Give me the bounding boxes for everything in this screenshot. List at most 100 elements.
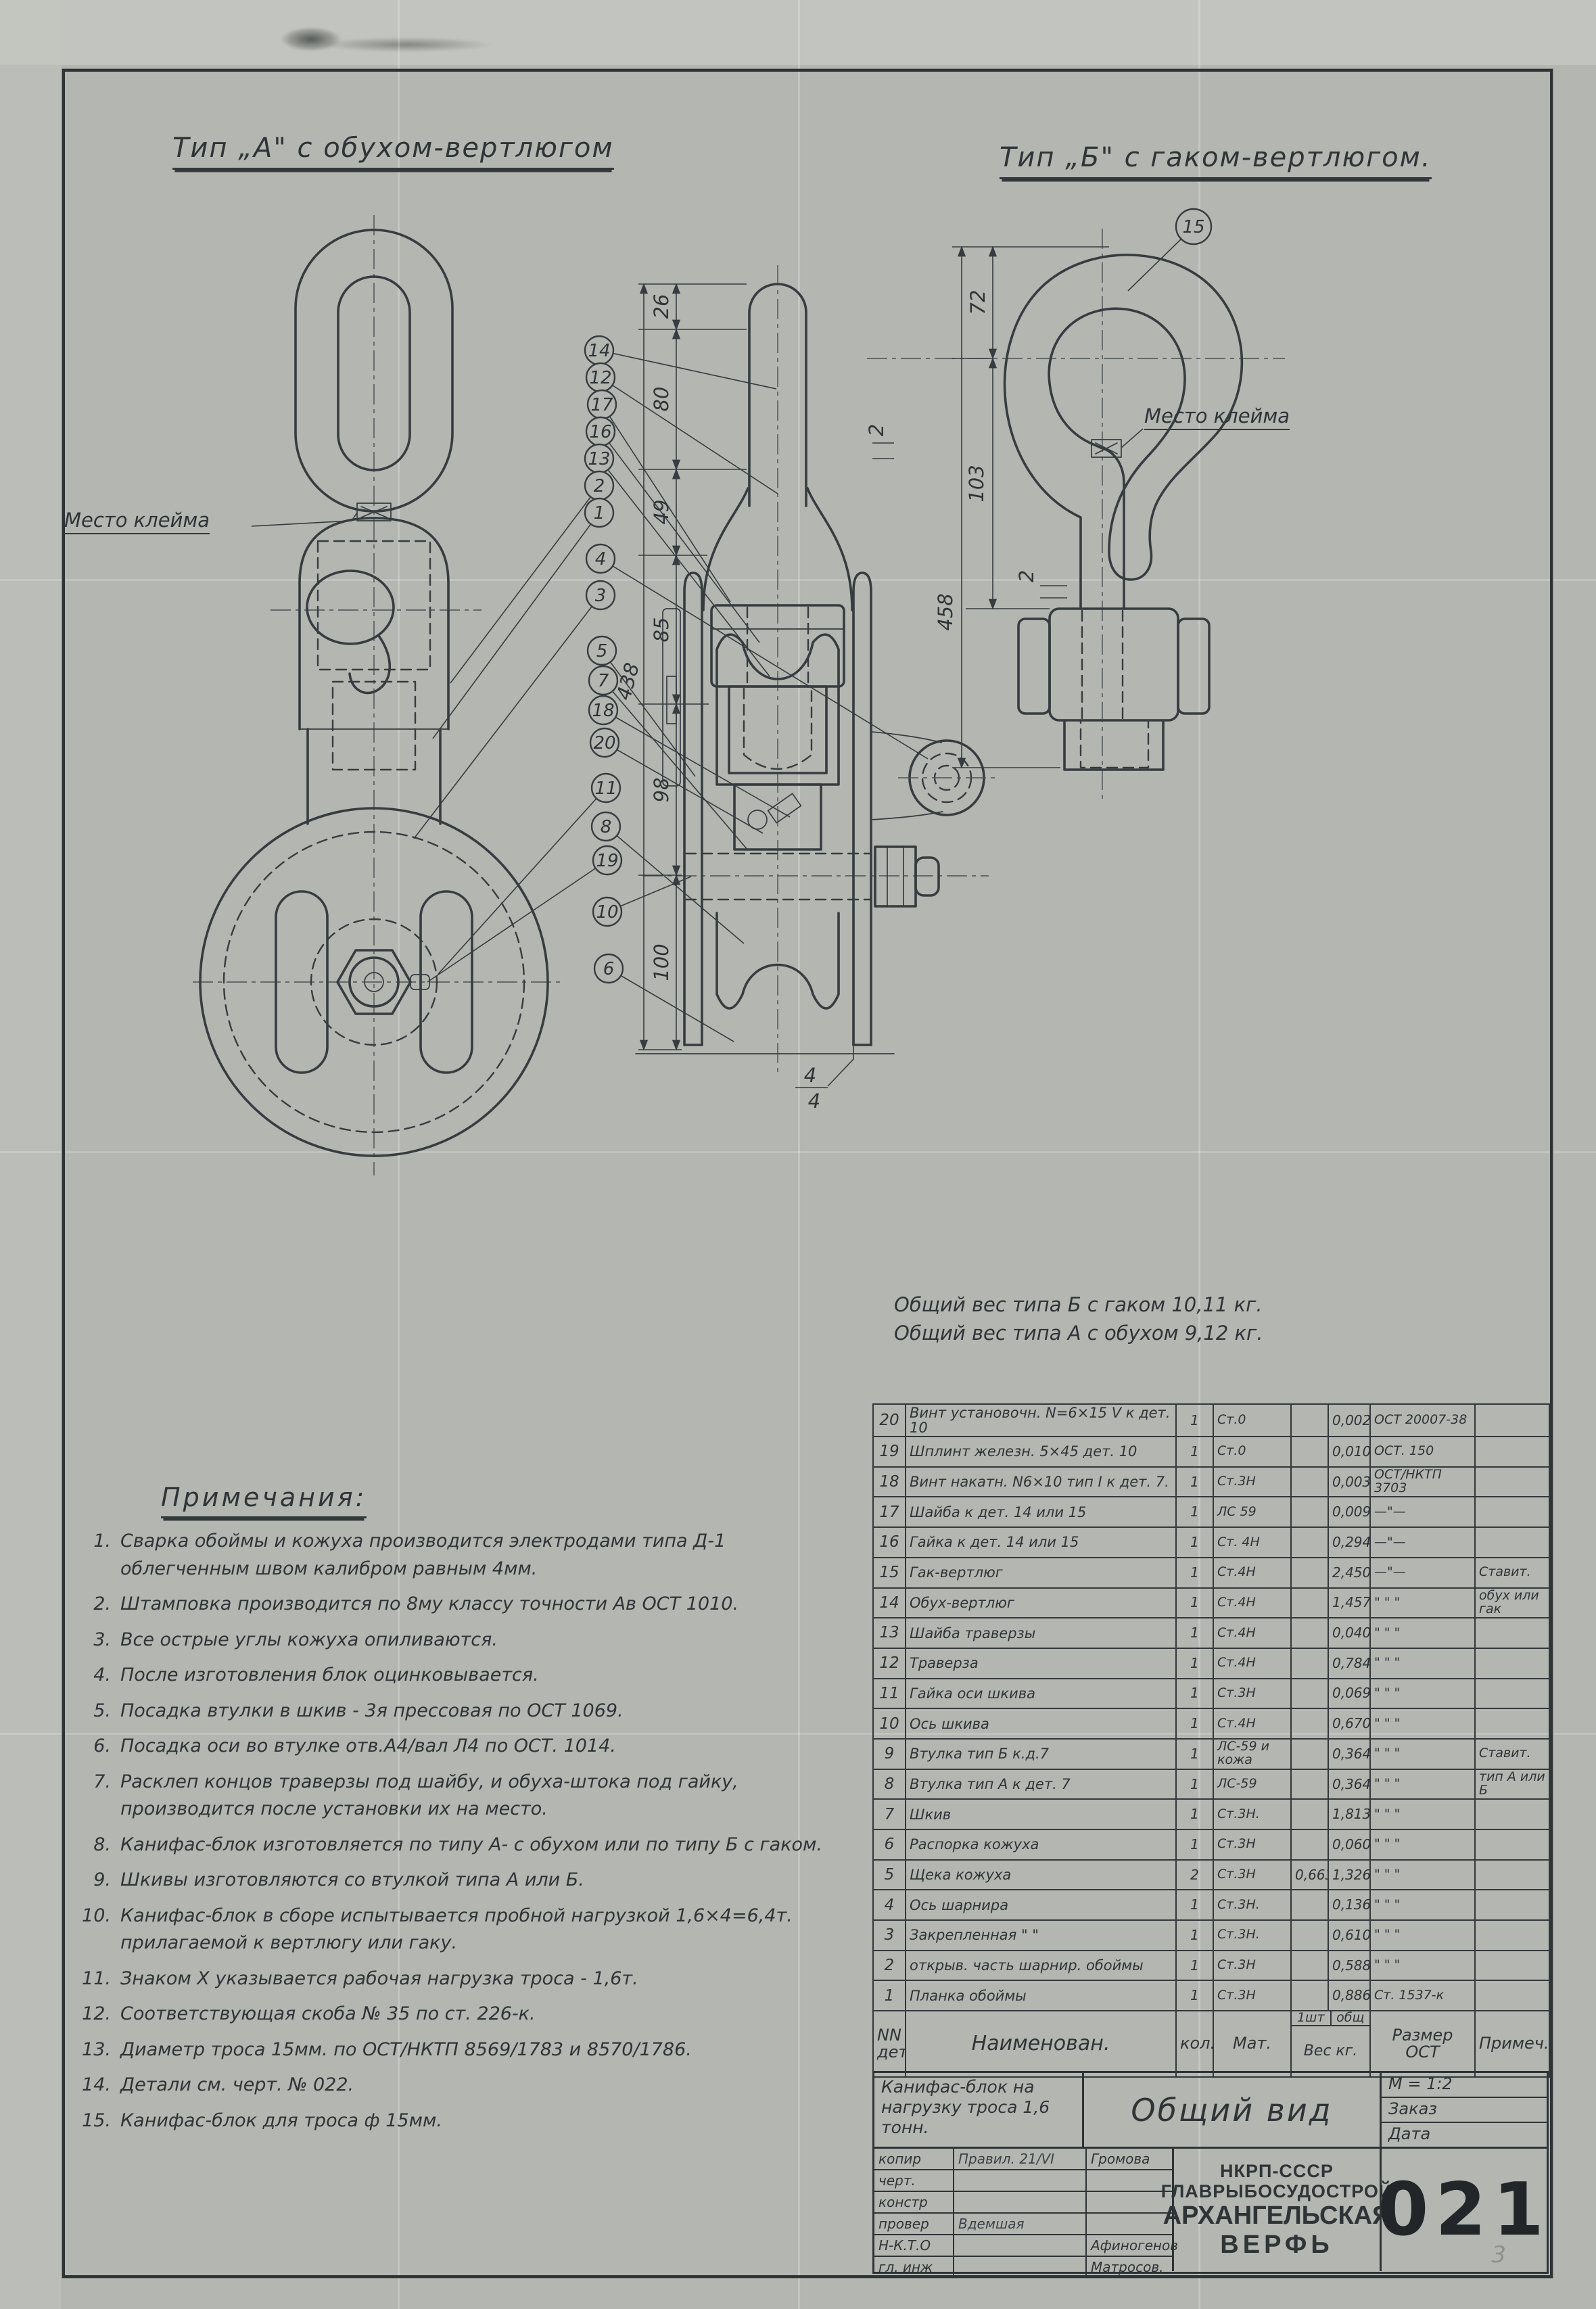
part-15-num: 15: [872, 1556, 906, 1589]
part-20-note: [1474, 1403, 1550, 1438]
part-18-size: ОСТ/НКТП 3703: [1369, 1466, 1476, 1498]
sign-label: провер: [874, 2214, 954, 2234]
callout-20: 20: [589, 727, 764, 834]
note-number: 15.: [82, 2109, 111, 2131]
part-1-qty: 1: [1175, 1980, 1214, 2012]
note-item-2: 2.Штамповка производится по 8му классу т…: [73, 1591, 844, 1618]
part-8-w2: 0,364: [1328, 1768, 1371, 1800]
part-13-num: 13: [872, 1617, 906, 1649]
header-weight-label: Вес кг.: [1303, 2043, 1358, 2060]
svg-text:100: 100: [650, 943, 673, 981]
callout-8: 8: [590, 811, 745, 944]
part-10-name: Ось шкива: [905, 1708, 1177, 1740]
part-3-note: [1474, 1919, 1550, 1951]
part-2-w1: [1290, 1949, 1329, 1982]
sign-label: копир: [874, 2149, 954, 2169]
part-16-mat: Ст. 4Н: [1213, 1526, 1292, 1558]
note-text: Посадка втулки в шкив - 3я прессовая по …: [120, 1700, 624, 1721]
part-7-qty: 1: [1175, 1798, 1214, 1831]
part-20-qty: 1: [1175, 1403, 1214, 1438]
part-1-size: Ст. 1537-к: [1369, 1980, 1476, 2012]
svg-text:2: 2: [1015, 570, 1038, 582]
part-11-qty: 1: [1175, 1677, 1214, 1710]
svg-text:4: 4: [804, 1064, 816, 1087]
part-5-qty: 2: [1175, 1859, 1214, 1891]
part-11-mat: Ст.3Н: [1213, 1677, 1292, 1710]
svg-text:3: 3: [595, 586, 607, 606]
note-item-14: 14.Детали см. черт. № 022.: [73, 2072, 844, 2099]
part-6-name: Распорка кожуха: [905, 1829, 1177, 1861]
part-16-size: —"—: [1369, 1526, 1476, 1558]
header-weight-total: общ: [1336, 2011, 1365, 2026]
part-11-name: Гайка оси шкива: [905, 1677, 1177, 1710]
note-item-12: 12.Соответствующая скоба № 35 по ст. 226…: [73, 2001, 844, 2028]
part-2-qty: 1: [1175, 1949, 1214, 1982]
sign-signature: [954, 2170, 1087, 2191]
fold-crease: [0, 1151, 1596, 1153]
part-4-mat: Ст.3Н.: [1213, 1889, 1292, 1921]
part-7-num: 7: [872, 1798, 906, 1831]
part-8-qty: 1: [1175, 1768, 1214, 1800]
middle-view-section: [635, 265, 995, 1072]
svg-text:8: 8: [601, 817, 612, 837]
part-16-w1: [1290, 1526, 1329, 1558]
part-11-note: [1474, 1677, 1550, 1710]
part-16-name: Гайка к дет. 14 или 15: [905, 1526, 1177, 1558]
part-19-w1: [1290, 1436, 1329, 1468]
part-18-num: 18: [872, 1466, 906, 1498]
part-3-w2: 0,610: [1328, 1919, 1371, 1951]
part-12-w2: 0,784: [1328, 1647, 1371, 1679]
svg-text:13: 13: [588, 449, 610, 469]
sign-signature: [954, 2192, 1087, 2212]
callout-3: 3: [413, 580, 616, 839]
note-text: Диаметр троса 15мм. по ОСТ/НКТП 8569/178…: [120, 2038, 692, 2060]
sign-signature: Правил. 21/VI: [954, 2149, 1087, 2169]
part-5-size: " " ": [1369, 1859, 1476, 1891]
part-4-name: Ось шарнира: [905, 1889, 1177, 1921]
part-14-size: " " ": [1369, 1587, 1476, 1619]
part-9-note: Ставит.: [1474, 1737, 1550, 1770]
title-block-item: Канифас-блок на нагрузку троса 1,6 тонн.: [874, 2073, 1084, 2149]
svg-text:10: 10: [596, 902, 618, 923]
part-17-name: Шайба к дет. 14 или 15: [905, 1496, 1177, 1529]
org-line-1: НКРП-СССР: [1220, 2160, 1334, 2181]
part-12-name: Траверза: [905, 1647, 1177, 1679]
part-5-w2: 1,326: [1328, 1859, 1371, 1891]
part-13-name: Шайба траверзы: [905, 1617, 1177, 1649]
part-8-note: тип А или Б: [1474, 1768, 1550, 1800]
svg-text:2: 2: [865, 424, 888, 436]
svg-text:26: 26: [650, 294, 673, 319]
sign-row-3: констр: [874, 2192, 1172, 2214]
note-text: Канифас-блок в сборе испытывается пробно…: [120, 1905, 793, 1954]
fold-crease: [0, 1733, 1596, 1735]
svg-text:6: 6: [603, 959, 615, 979]
part-16-num: 16: [872, 1526, 906, 1558]
part-15-note: Ставит.: [1474, 1556, 1550, 1589]
title-type-a: Тип „А" с обухом-вертлюгом: [172, 133, 614, 170]
svg-text:103: 103: [965, 465, 988, 502]
part-13-w2: 0,040: [1328, 1617, 1371, 1649]
part-2-size: " " ": [1369, 1949, 1476, 1982]
part-14-name: Обух-вертлюг: [905, 1587, 1177, 1619]
header-name: Наименован.: [905, 2010, 1177, 2078]
callout-12: 12: [585, 362, 778, 494]
part-11-w1: [1290, 1677, 1329, 1710]
part-8-size: " " ": [1369, 1768, 1476, 1800]
note-item-4: 4.После изготовления блок оцинковывается…: [73, 1662, 844, 1689]
part-4-note: [1474, 1889, 1550, 1921]
svg-text:98: 98: [650, 778, 673, 803]
part-4-w1: [1290, 1889, 1329, 1921]
note-text: Соответствующая скоба № 35 по ст. 226-к.: [120, 2003, 536, 2024]
part-4-num: 4: [872, 1889, 906, 1921]
sign-name: [1087, 2192, 1172, 2212]
note-text: Канифас-блок изготовляется по типу А- с …: [120, 1834, 823, 1855]
notes-block: Примечания: 1.Сварка обоймы и кожуха про…: [73, 1483, 844, 2135]
org-line-4: ВЕРФЬ: [1220, 2230, 1334, 2259]
